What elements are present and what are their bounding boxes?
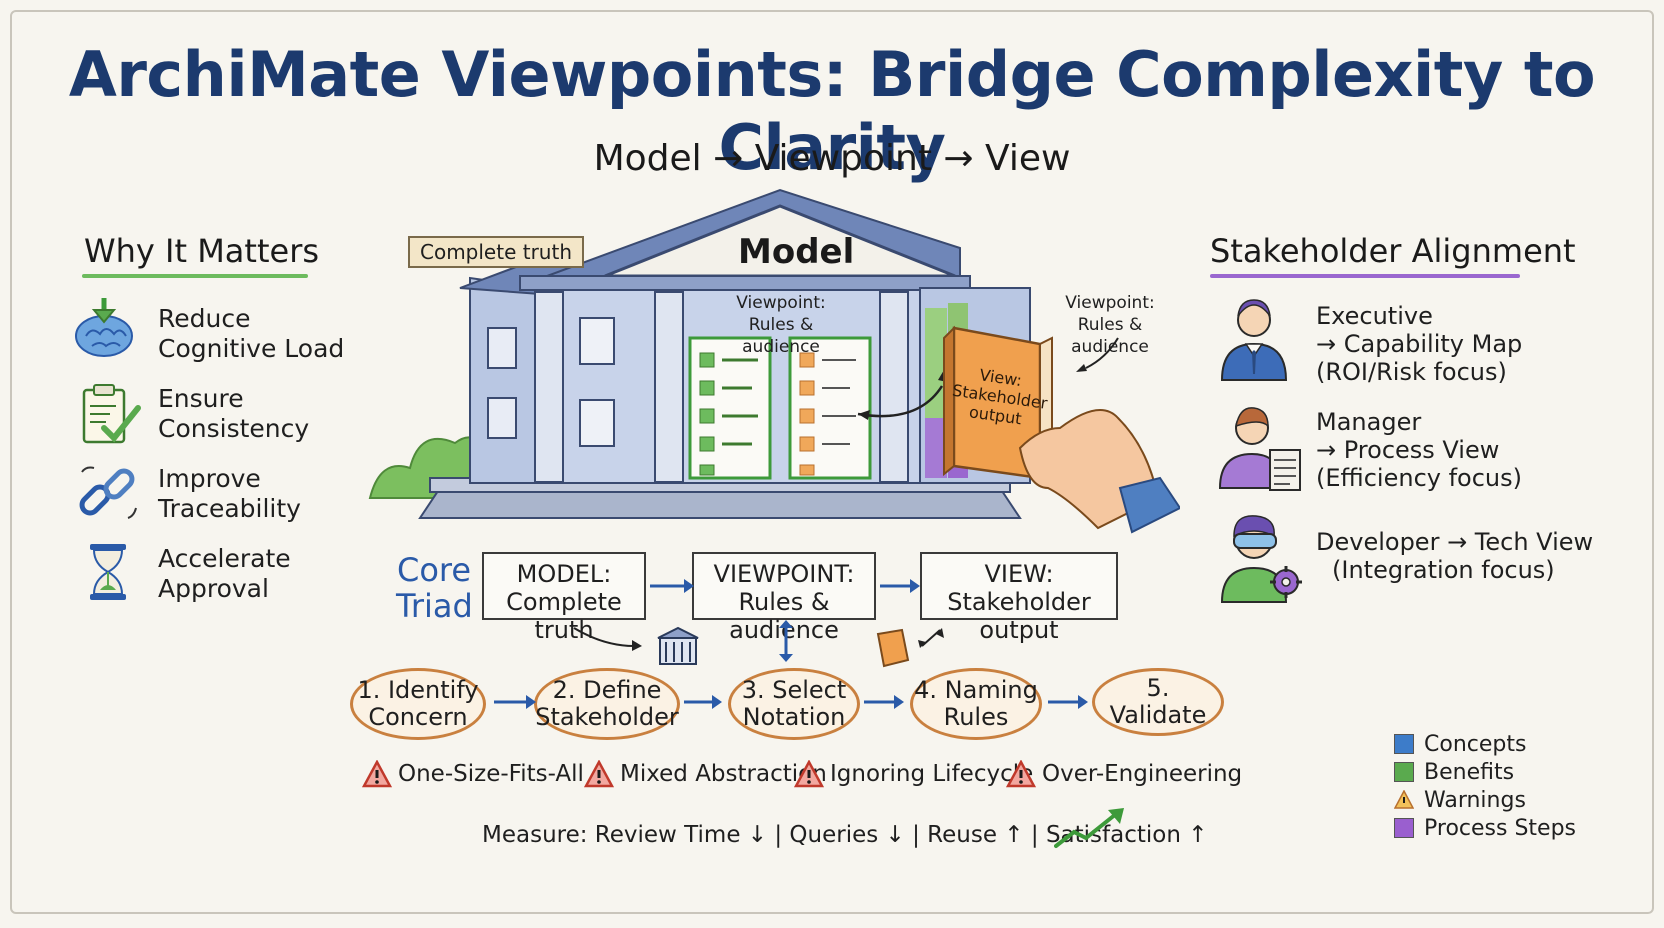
triad-connectors bbox=[573, 579, 944, 662]
hourglass-icon bbox=[90, 544, 126, 600]
page-title: ArchiMate Viewpoints: Bridge Complexity … bbox=[68, 38, 1596, 184]
step-validate: 5. Validate bbox=[1092, 668, 1224, 736]
viewpoint-label-right: Viewpoint: Rules & audience bbox=[1065, 293, 1155, 357]
why-heading: Why It Matters bbox=[84, 232, 320, 270]
warning-over-engineering: Over-Engineering bbox=[1006, 760, 1242, 788]
stakeholder-executive: Executive → Capability Map (ROI/Risk foc… bbox=[1316, 302, 1523, 386]
triad-box-viewpoint: VIEWPOINT: Rules & audience bbox=[692, 552, 876, 644]
executive-avatar-icon bbox=[1220, 299, 1288, 381]
legend-item-benefits: Benefits bbox=[1394, 758, 1576, 786]
stakeholder-manager: Manager → Process View (Efficiency focus… bbox=[1316, 408, 1523, 492]
warning-triangle-icon bbox=[584, 760, 614, 788]
triad-box-view: VIEW: Stakeholder output bbox=[920, 552, 1118, 644]
warning-mixed-abstraction: Mixed Abstraction bbox=[584, 760, 827, 788]
core-triad-label: Core Triad bbox=[396, 551, 473, 625]
chain-link-icon bbox=[79, 466, 137, 519]
model-building-illustration bbox=[368, 188, 1180, 534]
warning-triangle-icon bbox=[362, 760, 392, 788]
small-book-icon bbox=[876, 628, 910, 668]
legend-swatch-benefits bbox=[1394, 762, 1414, 782]
triad-box-model: MODEL: Complete truth bbox=[482, 552, 646, 644]
legend-item-concepts: Concepts bbox=[1394, 730, 1576, 758]
legend: Concepts Benefits Warnings Process Steps bbox=[1394, 730, 1576, 842]
clipboard-check-icon bbox=[82, 384, 141, 444]
page-subtitle: Model → Viewpoint → View bbox=[593, 138, 1071, 179]
warning-ignoring-lifecycle: Ignoring Lifecycle bbox=[794, 760, 1033, 788]
warning-triangle-icon bbox=[794, 760, 824, 788]
step-arrows bbox=[494, 695, 1088, 709]
legend-swatch-concepts bbox=[1394, 734, 1414, 754]
why-heading-underline bbox=[82, 274, 308, 278]
stakeholder-developer: Developer → Tech View (Integration focus… bbox=[1316, 528, 1594, 584]
legend-item-warnings: Warnings bbox=[1394, 786, 1576, 814]
legend-swatch-process-steps bbox=[1394, 818, 1414, 838]
stakeholder-heading: Stakeholder Alignment bbox=[1210, 232, 1576, 270]
manager-avatar-icon bbox=[1218, 407, 1301, 491]
warning-triangle-icon bbox=[1006, 760, 1036, 788]
complete-truth-tag: Complete truth bbox=[408, 236, 585, 268]
trend-up-icon bbox=[1054, 808, 1124, 848]
page-frame bbox=[10, 10, 1654, 914]
developer-avatar-icon bbox=[1220, 515, 1302, 603]
warning-one-size-fits-all: One-Size-Fits-All bbox=[362, 760, 584, 788]
small-building-icon bbox=[657, 626, 699, 665]
stakeholder-heading-underline bbox=[1210, 274, 1520, 278]
viewpoint-label-center: Viewpoint: Rules & audience bbox=[736, 293, 826, 357]
brain-icon bbox=[75, 298, 133, 357]
model-label: Model bbox=[738, 232, 855, 272]
legend-warning-icon bbox=[1394, 790, 1414, 809]
legend-item-process-steps: Process Steps bbox=[1394, 814, 1576, 842]
